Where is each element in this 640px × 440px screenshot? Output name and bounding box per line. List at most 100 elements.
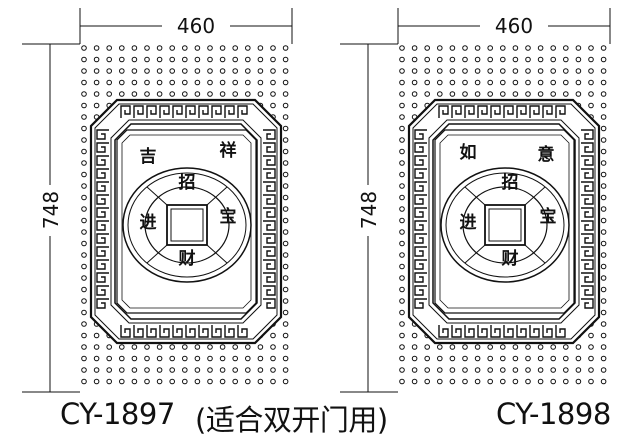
- fret-key: [172, 325, 183, 338]
- dot: [437, 344, 443, 350]
- dot: [462, 367, 468, 373]
- dot: [550, 56, 557, 63]
- dot: [462, 344, 468, 350]
- dot: [399, 240, 405, 247]
- dot: [399, 286, 405, 293]
- dot: [81, 194, 87, 201]
- dot: [81, 79, 87, 86]
- fret-key: [477, 325, 488, 338]
- dot: [512, 68, 519, 74]
- dot: [81, 367, 87, 373]
- coin-outer-ring: [122, 167, 252, 283]
- dot: [575, 344, 582, 350]
- dot: [282, 114, 289, 120]
- dot: [156, 56, 163, 63]
- corner-character-left: 如: [460, 142, 477, 163]
- fret-key: [414, 259, 427, 270]
- dot: [411, 367, 418, 373]
- dot: [588, 332, 594, 339]
- dot: [449, 378, 456, 385]
- dot: [512, 355, 519, 362]
- dot: [399, 148, 405, 155]
- dot: [282, 344, 289, 350]
- dot: [194, 378, 201, 385]
- dot: [588, 91, 594, 97]
- dot: [245, 79, 251, 86]
- dot: [282, 309, 289, 316]
- dot: [93, 79, 100, 86]
- dot: [411, 102, 418, 109]
- product-caption: CY-1897 (适合双开门用) CY-1898: [0, 397, 640, 437]
- dot: [399, 378, 405, 385]
- coin-divider: [206, 244, 228, 264]
- usage-note: (适合双开门用): [195, 403, 388, 437]
- dot: [81, 137, 87, 143]
- dot: [182, 79, 188, 86]
- dot: [219, 378, 226, 385]
- dot: [474, 378, 481, 385]
- dot: [411, 378, 418, 385]
- dot: [207, 378, 213, 385]
- dot: [600, 114, 607, 120]
- dot: [600, 160, 607, 166]
- dot: [600, 68, 607, 74]
- fret-key: [133, 105, 144, 118]
- fret-key: [581, 142, 594, 153]
- fret-key: [172, 105, 183, 118]
- dot: [81, 344, 87, 350]
- dot: [282, 183, 289, 189]
- dot: [449, 68, 456, 74]
- dot: [600, 125, 607, 132]
- fret-key: [263, 285, 276, 296]
- fret-key: [96, 220, 109, 231]
- fret-key: [581, 181, 594, 192]
- dot: [512, 344, 519, 350]
- dot: [399, 125, 405, 132]
- dot: [600, 148, 607, 155]
- fret-key: [581, 194, 594, 205]
- dot: [588, 344, 594, 350]
- dot: [437, 56, 443, 63]
- dot: [550, 355, 557, 362]
- dot: [270, 79, 276, 86]
- dot: [437, 378, 443, 385]
- dot: [257, 68, 264, 74]
- dot: [182, 56, 188, 63]
- dot: [449, 367, 456, 373]
- dot: [588, 355, 594, 362]
- product-code-right: CY-1898: [496, 397, 611, 431]
- fret-key: [185, 325, 196, 338]
- dot: [245, 355, 251, 362]
- coin-square-hole: [166, 204, 208, 246]
- dot: [207, 68, 213, 74]
- dot: [424, 91, 431, 97]
- dot: [500, 56, 506, 63]
- dot: [462, 355, 468, 362]
- dot: [282, 321, 289, 327]
- dot: [81, 217, 87, 224]
- dot: [563, 56, 569, 63]
- dot: [600, 367, 607, 373]
- dot: [270, 344, 276, 350]
- dot: [219, 355, 226, 362]
- dot: [194, 91, 201, 97]
- dot: [232, 68, 238, 74]
- fret-key: [414, 233, 427, 244]
- dot: [424, 344, 431, 350]
- frame-line: [412, 103, 596, 340]
- fret-key: [490, 105, 501, 118]
- dot: [424, 68, 431, 74]
- dot: [575, 56, 582, 63]
- dot: [257, 56, 264, 63]
- fret-key: [581, 272, 594, 283]
- dot: [270, 378, 276, 385]
- dot: [81, 240, 87, 247]
- fret-key: [263, 259, 276, 270]
- fret-key: [224, 325, 235, 338]
- fret-key: [414, 194, 427, 205]
- fret-key: [451, 105, 462, 118]
- dot: [600, 102, 607, 109]
- dot: [550, 344, 557, 350]
- dot: [424, 79, 431, 86]
- dot: [424, 56, 431, 63]
